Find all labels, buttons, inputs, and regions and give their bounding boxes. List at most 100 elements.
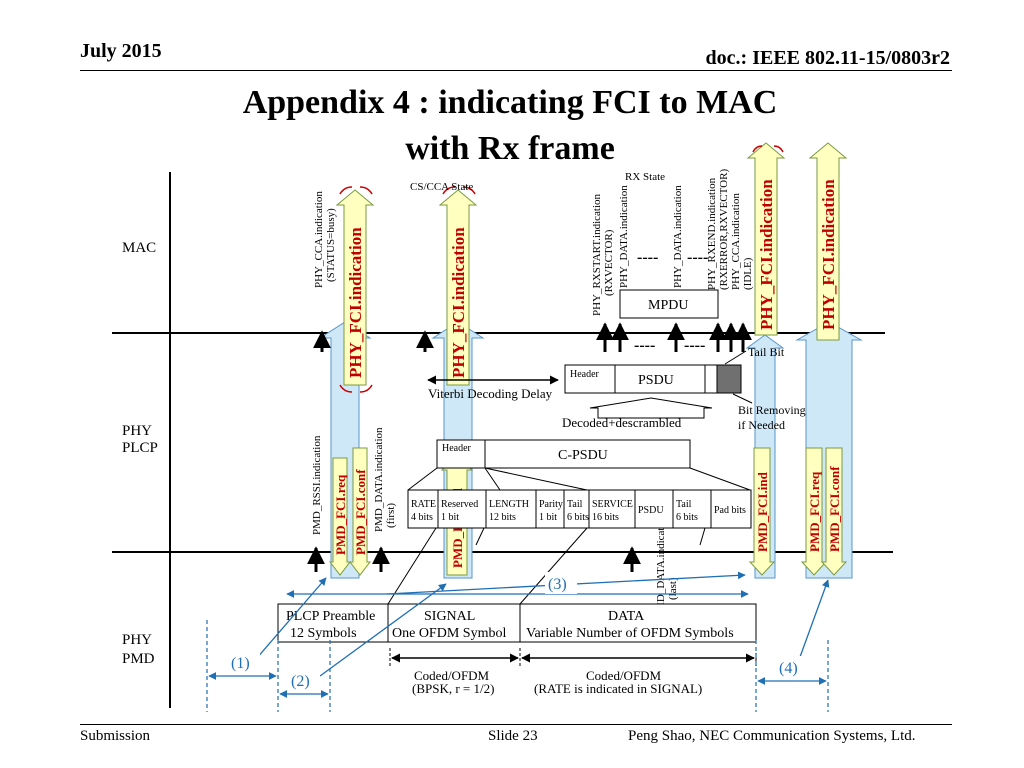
footer-slide-number: Slide 23	[488, 728, 538, 744]
pmd-data-first-label-2: (first)	[385, 503, 397, 528]
mpdu-label: MPDU	[648, 298, 688, 313]
field-name: Tail	[567, 499, 583, 510]
field-size: 6 bits	[676, 512, 698, 523]
layer-label-phy-plcp-1: PHY	[122, 423, 152, 439]
layer-label-mac: MAC	[122, 240, 156, 256]
pmd-fci-conf-label-2: PMD_FCI.conf	[827, 466, 842, 552]
data-box	[519, 603, 757, 643]
viterbi-label: Viterbi Decoding Delay	[428, 386, 553, 401]
field-name: Parity	[539, 499, 563, 510]
up-arrows	[307, 322, 752, 572]
header-box-cpsdu	[436, 439, 486, 469]
field-name: PSDU	[638, 505, 664, 516]
coded-2-label-a: Coded/OFDM	[586, 668, 662, 683]
rxend-label-2: (RXERROR,RXVECTOR)	[718, 169, 730, 290]
field-box	[535, 489, 565, 529]
footer-divider	[80, 724, 952, 725]
cca-busy-label-2: (STATUS=busy)	[325, 208, 337, 282]
layer-label-phy-pmd-1: PHY	[122, 632, 152, 648]
preamble-box	[277, 603, 389, 643]
field-box	[563, 489, 590, 529]
signal-label-2: One OFDM Symbol	[392, 626, 506, 641]
psdu-label: PSDU	[638, 373, 674, 388]
rxstart-label-1: PHY_RXSTART.indication	[591, 193, 603, 316]
cpsdu-label: C-PSDU	[558, 448, 608, 463]
slide-title: Appendix 4 : indicating FCI to MAC with …	[150, 80, 870, 172]
pmd-fci-conf-label-1: PMD_FCI.conf	[353, 469, 368, 555]
removed-bits-box	[716, 364, 742, 394]
bit-removing-label-2: if Needed	[738, 418, 785, 432]
red-brackets	[339, 145, 784, 393]
field-size: 6 bits	[567, 512, 589, 523]
field-size: 4 bits	[411, 512, 433, 523]
pmd-fci-ind-label-2: PMD_FCI.ind	[755, 471, 770, 552]
field-name: LENGTH	[489, 499, 529, 510]
dots-mac-2: ----	[687, 249, 708, 266]
bit-removing-label-1: Bit Removing	[738, 403, 806, 417]
layer-label-phy-pmd-2: PMD	[122, 651, 155, 667]
field-size: 1 bit	[441, 512, 459, 523]
dots-boundary-1: ----	[634, 337, 655, 354]
field-box	[437, 489, 487, 529]
field-size: 12 bits	[489, 512, 516, 523]
data-ind-label-1: PHY_DATA.indication	[618, 185, 630, 288]
field-name: SERVICE	[592, 499, 633, 510]
field-name: Tail	[676, 499, 692, 510]
rxstart-label-2: (RXVECTOR)	[603, 229, 615, 296]
pmd-fci-req-label-2: PMD_FCI.req	[807, 471, 822, 552]
field-box	[672, 489, 712, 529]
header-divider	[80, 70, 952, 71]
callout-4-label: (4)	[779, 660, 798, 677]
coded-2-label-b: (RATE is indicated in SIGNAL)	[534, 681, 702, 696]
decoded-label: Decoded+descrambled	[562, 415, 682, 430]
rxend-label-4: (IDLE)	[742, 257, 754, 290]
fci-indication-label-2: PHY_FCI.indication	[449, 227, 468, 378]
footer-submission: Submission	[80, 728, 151, 744]
header-label-plcp: Header	[570, 369, 600, 380]
pmd-data-first-label-1: PMD_DATA.indication	[373, 427, 385, 532]
pmd-rssi-label: PMD_RSSI.indication	[311, 435, 323, 535]
field-box	[710, 489, 752, 529]
header-label-cpsdu: Header	[442, 443, 472, 454]
field-name: Pad bits	[714, 505, 746, 516]
mpdu-box	[619, 289, 719, 319]
field-name: RATE	[411, 499, 436, 510]
field-box	[634, 489, 674, 529]
footer-author: Peng Shao, NEC Communication Systems, Lt…	[628, 728, 916, 744]
fci-indication-label-1: PHY_FCI.indication	[346, 227, 365, 378]
data-label-2: Variable Number of OFDM Symbols	[526, 626, 734, 641]
pmd-data-last-label-2: (last)	[667, 577, 679, 600]
callout-2-label: (2)	[291, 673, 310, 690]
layer-label-phy-plcp-2: PLCP	[122, 440, 158, 456]
rx-state-label: RX State	[625, 171, 665, 183]
data-label-1: DATA	[608, 609, 645, 624]
title-line-1: Appendix 4 : indicating FCI to MAC	[242, 84, 778, 121]
cca-busy-label-1: PHY_CCA.indication	[313, 191, 325, 288]
callout-3-box	[545, 572, 577, 594]
signal-label-1: SIGNAL	[424, 609, 475, 624]
fci-indication-label-4: PHY_FCI.indication	[819, 179, 838, 330]
header-doc-id: doc.: IEEE 802.11-15/0803r2	[705, 47, 950, 69]
field-size: 16 bits	[592, 512, 619, 523]
psdu-box	[614, 364, 706, 394]
rxend-label-3: PHY_CCA.indication	[730, 193, 742, 290]
data-ind-label-2: PHY_DATA.indication	[672, 185, 684, 288]
coded-1-label-a: Coded/OFDM	[414, 668, 490, 683]
tail-small-box	[704, 364, 718, 394]
field-size: 1 bit	[539, 512, 557, 523]
header-date: July 2015	[80, 40, 162, 62]
preamble-label-1: PLCP Preamble	[286, 609, 375, 624]
preamble-label-2: 12 Symbols	[290, 626, 357, 641]
coded-1-label-b: (BPSK, r = 1/2)	[412, 681, 494, 696]
tail-bit-label: Tail Bit	[748, 345, 785, 359]
dots-boundary-2: ----	[684, 337, 705, 354]
fci-indication-label-3: PHY_FCI.indication	[757, 179, 776, 330]
rxend-label-1: PHY_RXEND.indication	[706, 177, 718, 290]
callout-3-label: (3)	[548, 576, 567, 593]
header-box-plcp	[564, 364, 616, 394]
cs-cca-state-label: CS/CCA State	[410, 181, 473, 193]
decoded-up-arrow	[589, 397, 713, 419]
callout-1-label: (1)	[231, 655, 250, 672]
